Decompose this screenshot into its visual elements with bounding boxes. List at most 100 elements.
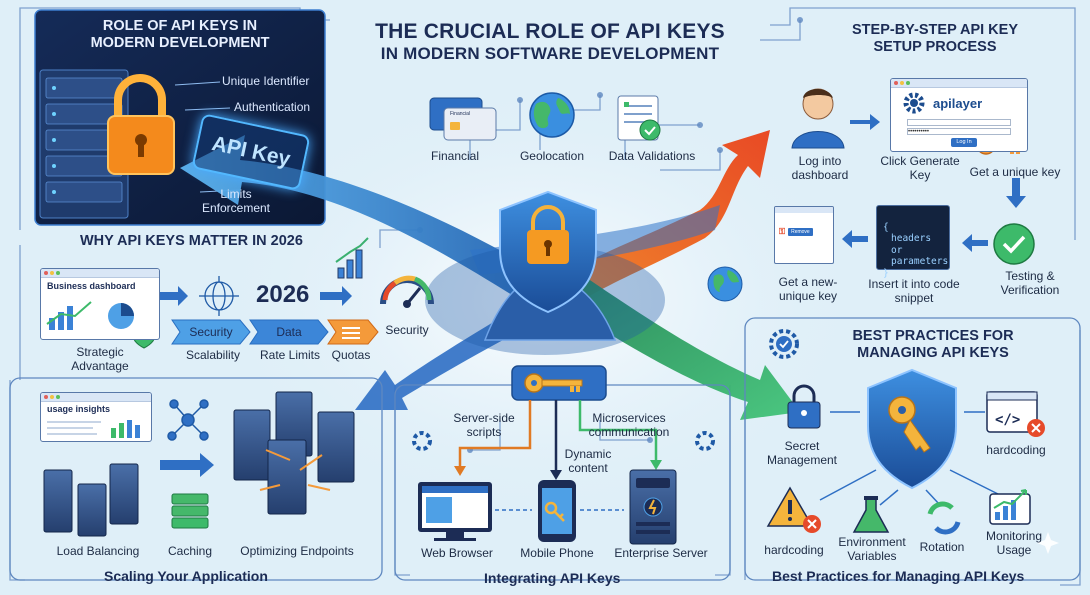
microservices-label: Microservices communication (588, 411, 670, 439)
apilayer-brand: apilayer (933, 95, 983, 111)
integration-key-icon (511, 365, 607, 401)
small-globe-icon (707, 266, 743, 302)
web-browser-label: Web Browser (421, 546, 493, 560)
gauge-security-label: Security (385, 323, 429, 337)
caching-label: Caching (167, 544, 213, 558)
best-section-title: BEST PRACTICES FOR MANAGING API KEYS (828, 328, 1038, 361)
server-cluster-main (233, 391, 355, 515)
step-testing-label: Testing & Verification (1000, 269, 1060, 297)
big-shield-key (867, 368, 957, 490)
flask-icon (852, 496, 890, 533)
dashboard-chart (46, 301, 134, 330)
card-text: Financial (450, 111, 471, 117)
new-key-document: ⚿ Remove (774, 206, 834, 264)
credit-card-icon (429, 97, 497, 141)
scaling-footer: Scaling Your Application (104, 568, 268, 584)
code-snippet-window: { headers or parameters } (876, 205, 950, 279)
why-section-title: WHY API KEYS MATTER IN 2026 (80, 233, 303, 249)
chevron-data: Data (276, 325, 302, 339)
dynamic-content-label: Dynamic content (564, 447, 612, 475)
unique-identifier-label: Unique Identifier (222, 74, 310, 88)
load-balancing-label: Load Balancing (56, 544, 140, 558)
secret-management-label: Secret Management (766, 439, 838, 467)
server-cluster-left (43, 463, 139, 537)
login-window: apilayer •••••••••• Log In (890, 78, 1028, 152)
gauge-icon (380, 275, 434, 308)
hardcoding-left-label: hardcoding (764, 543, 824, 557)
warning-icon (766, 486, 821, 533)
best-footer: Best Practices for Managing API Keys (772, 568, 1025, 584)
server-side-label: Server-side scripts (453, 411, 515, 439)
role-title-line1: ROLE OF API KEYS IN (102, 18, 258, 34)
strategic-advantage-label: Strategic Advantage (71, 345, 129, 373)
padlock-icon (787, 384, 821, 429)
green-arrow (540, 260, 800, 420)
key-glyph-icon: ⚿ (779, 227, 786, 236)
data-validation-icon (617, 95, 661, 141)
network-icon (199, 276, 239, 316)
gear-icon-left (412, 431, 432, 451)
network-hub-icon (167, 399, 209, 441)
svg-text:</>: </> (995, 412, 1020, 428)
check-circle-icon (993, 223, 1035, 265)
code-window-icon: </> (986, 391, 1045, 437)
role-title-line2: MODERN DEVELOPMENT (90, 34, 270, 51)
hardcoding-right-label: hardcoding (986, 443, 1046, 457)
scalability-label: Scalability (185, 348, 241, 362)
rising-chart (335, 237, 369, 279)
monitoring-usage-label: Monitoring Usage (985, 529, 1043, 557)
main-title-line2: IN MODERN SOFTWARE DEVELOPMENT (380, 44, 720, 64)
gear-icon-right (695, 431, 715, 451)
setup-title-line2: SETUP PROCESS (873, 38, 997, 55)
login-button[interactable]: Log In (951, 138, 977, 147)
sparkle-icon (1037, 532, 1059, 554)
chevron-security: Security (189, 325, 233, 339)
data-validations-label: Data Validations (608, 149, 696, 163)
usage-chart (47, 420, 140, 438)
login-username-field[interactable] (907, 119, 1011, 126)
person-icon (791, 88, 845, 149)
rotation-label: Rotation (919, 540, 965, 554)
usage-insights-label: usage insights (47, 404, 111, 414)
apilayer-logo-icon (903, 92, 925, 114)
enterprise-server-label: Enterprise Server (614, 546, 708, 560)
mobile-phone-icon (538, 480, 576, 542)
setup-title-line1: STEP-BY-STEP API KEY (852, 22, 1018, 38)
rotation-icon (927, 501, 961, 535)
geolocation-label: Geolocation (519, 149, 585, 163)
step-unique-label: Get a unique key (969, 165, 1061, 179)
step-click-label: Click Generate Key (880, 154, 960, 182)
monitoring-icon (989, 489, 1031, 525)
step-new-key-label: Get a new- unique key (778, 275, 838, 303)
globe-icon (529, 92, 575, 138)
mobile-phone-label: Mobile Phone (520, 546, 594, 560)
main-title: THE CRUCIAL ROLE OF API KEYS IN MODERN S… (330, 20, 770, 64)
enterprise-server-icon (629, 469, 677, 545)
rate-limits-label: Rate Limits (259, 348, 321, 362)
role-section-title: ROLE OF API KEYS IN MODERN DEVELOPMENT (60, 18, 300, 51)
dashboard-label: Business dashboard (47, 281, 136, 291)
central-gateway (425, 190, 665, 355)
login-password-field[interactable]: •••••••••• (907, 128, 1011, 135)
quotas-label: Quotas (331, 348, 371, 362)
usage-insights-window: usage insights (40, 392, 152, 442)
chevron-row (171, 319, 379, 345)
step-insert-label: Insert it into code snippet (868, 277, 960, 305)
best-title-line2: MANAGING API KEYS (857, 344, 1009, 361)
step-login-label: Log into dashboard (791, 154, 849, 182)
business-dashboard-window: Business dashboard (40, 268, 160, 340)
optimizing-endpoints-label: Optimizing Endpoints (240, 544, 354, 558)
environment-variables-label: Environment Variables (838, 535, 906, 563)
integrating-footer: Integrating API Keys (484, 570, 621, 586)
settings-check-icon (769, 329, 799, 359)
caching-stack (171, 493, 209, 529)
year-label: 2026 (256, 281, 310, 308)
setup-section-title: STEP-BY-STEP API KEY SETUP PROCESS (820, 22, 1050, 55)
financial-label: Financial (430, 149, 480, 163)
remove-button[interactable]: Remove (788, 228, 813, 236)
authentication-label: Authentication (234, 100, 311, 114)
web-browser-icon (418, 482, 492, 541)
best-title-line1: BEST PRACTICES FOR (852, 328, 1014, 344)
main-title-line1: THE CRUCIAL ROLE OF API KEYS (375, 20, 725, 43)
